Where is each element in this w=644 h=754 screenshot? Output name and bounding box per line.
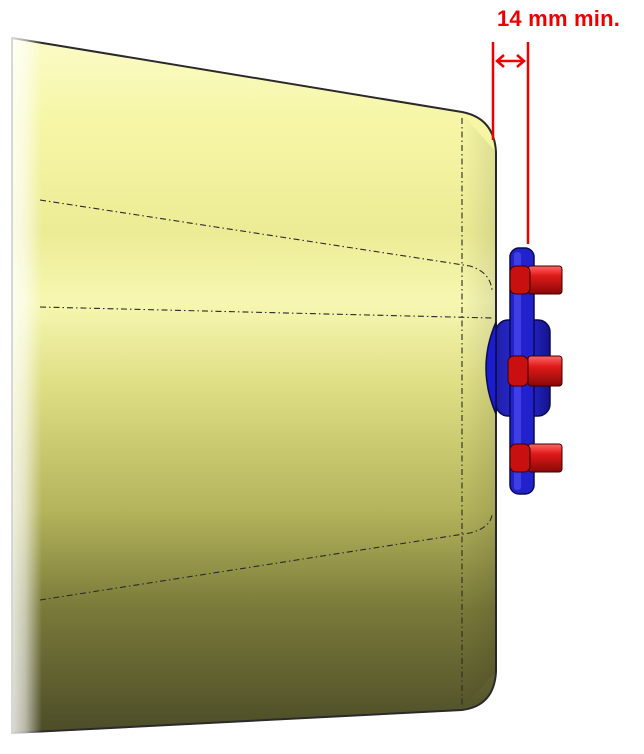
bolt-icon (509, 443, 563, 473)
cylinder-body (0, 30, 497, 740)
double-arrow-icon (495, 54, 526, 68)
dimension-indicator (491, 42, 530, 244)
bolt-icon (509, 265, 563, 295)
flange-hub (485, 247, 563, 495)
bolt-icon (507, 355, 563, 387)
dimension-label: 14 mm min. (497, 6, 621, 31)
